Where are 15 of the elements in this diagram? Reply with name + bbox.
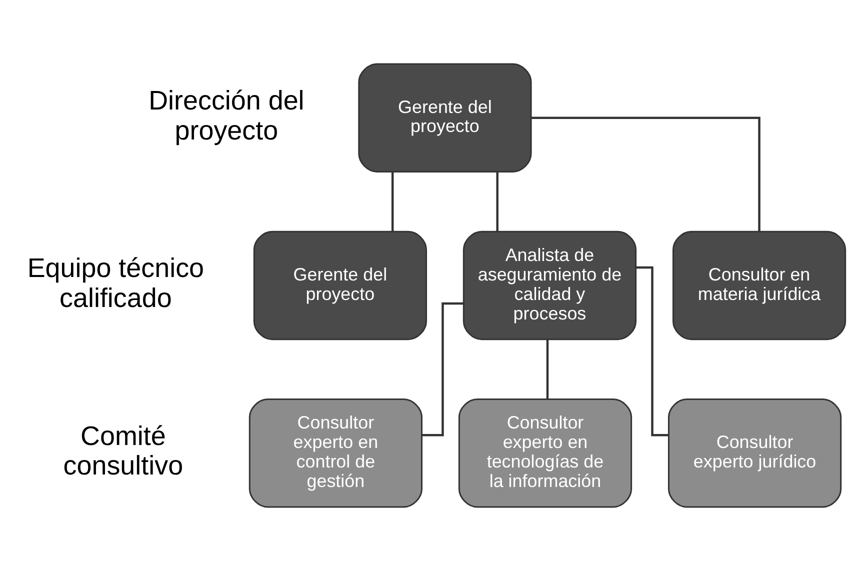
node-box: Consultor experto en control de gestión bbox=[248, 398, 423, 508]
node-box: Gerente del proyecto bbox=[358, 63, 532, 172]
node-box: Consultor experto jurídico bbox=[668, 398, 842, 508]
connector bbox=[496, 172, 498, 232]
connector bbox=[422, 302, 464, 436]
connector bbox=[391, 172, 394, 232]
connector bbox=[531, 116, 760, 232]
node-box: Gerente del proyecto bbox=[253, 230, 427, 340]
label: Equipo técnico calificado bbox=[27, 253, 204, 314]
node-box: Consultor en materia jurídica bbox=[672, 230, 846, 340]
connector bbox=[546, 339, 549, 399]
node-box: Analista de aseguramiento de calidad y procesos bbox=[462, 230, 637, 340]
node-box: Consultor experto en tecnologías de la información bbox=[458, 398, 632, 508]
label: Comité consultivo bbox=[63, 420, 184, 481]
label: Dirección del proyecto bbox=[148, 85, 304, 146]
